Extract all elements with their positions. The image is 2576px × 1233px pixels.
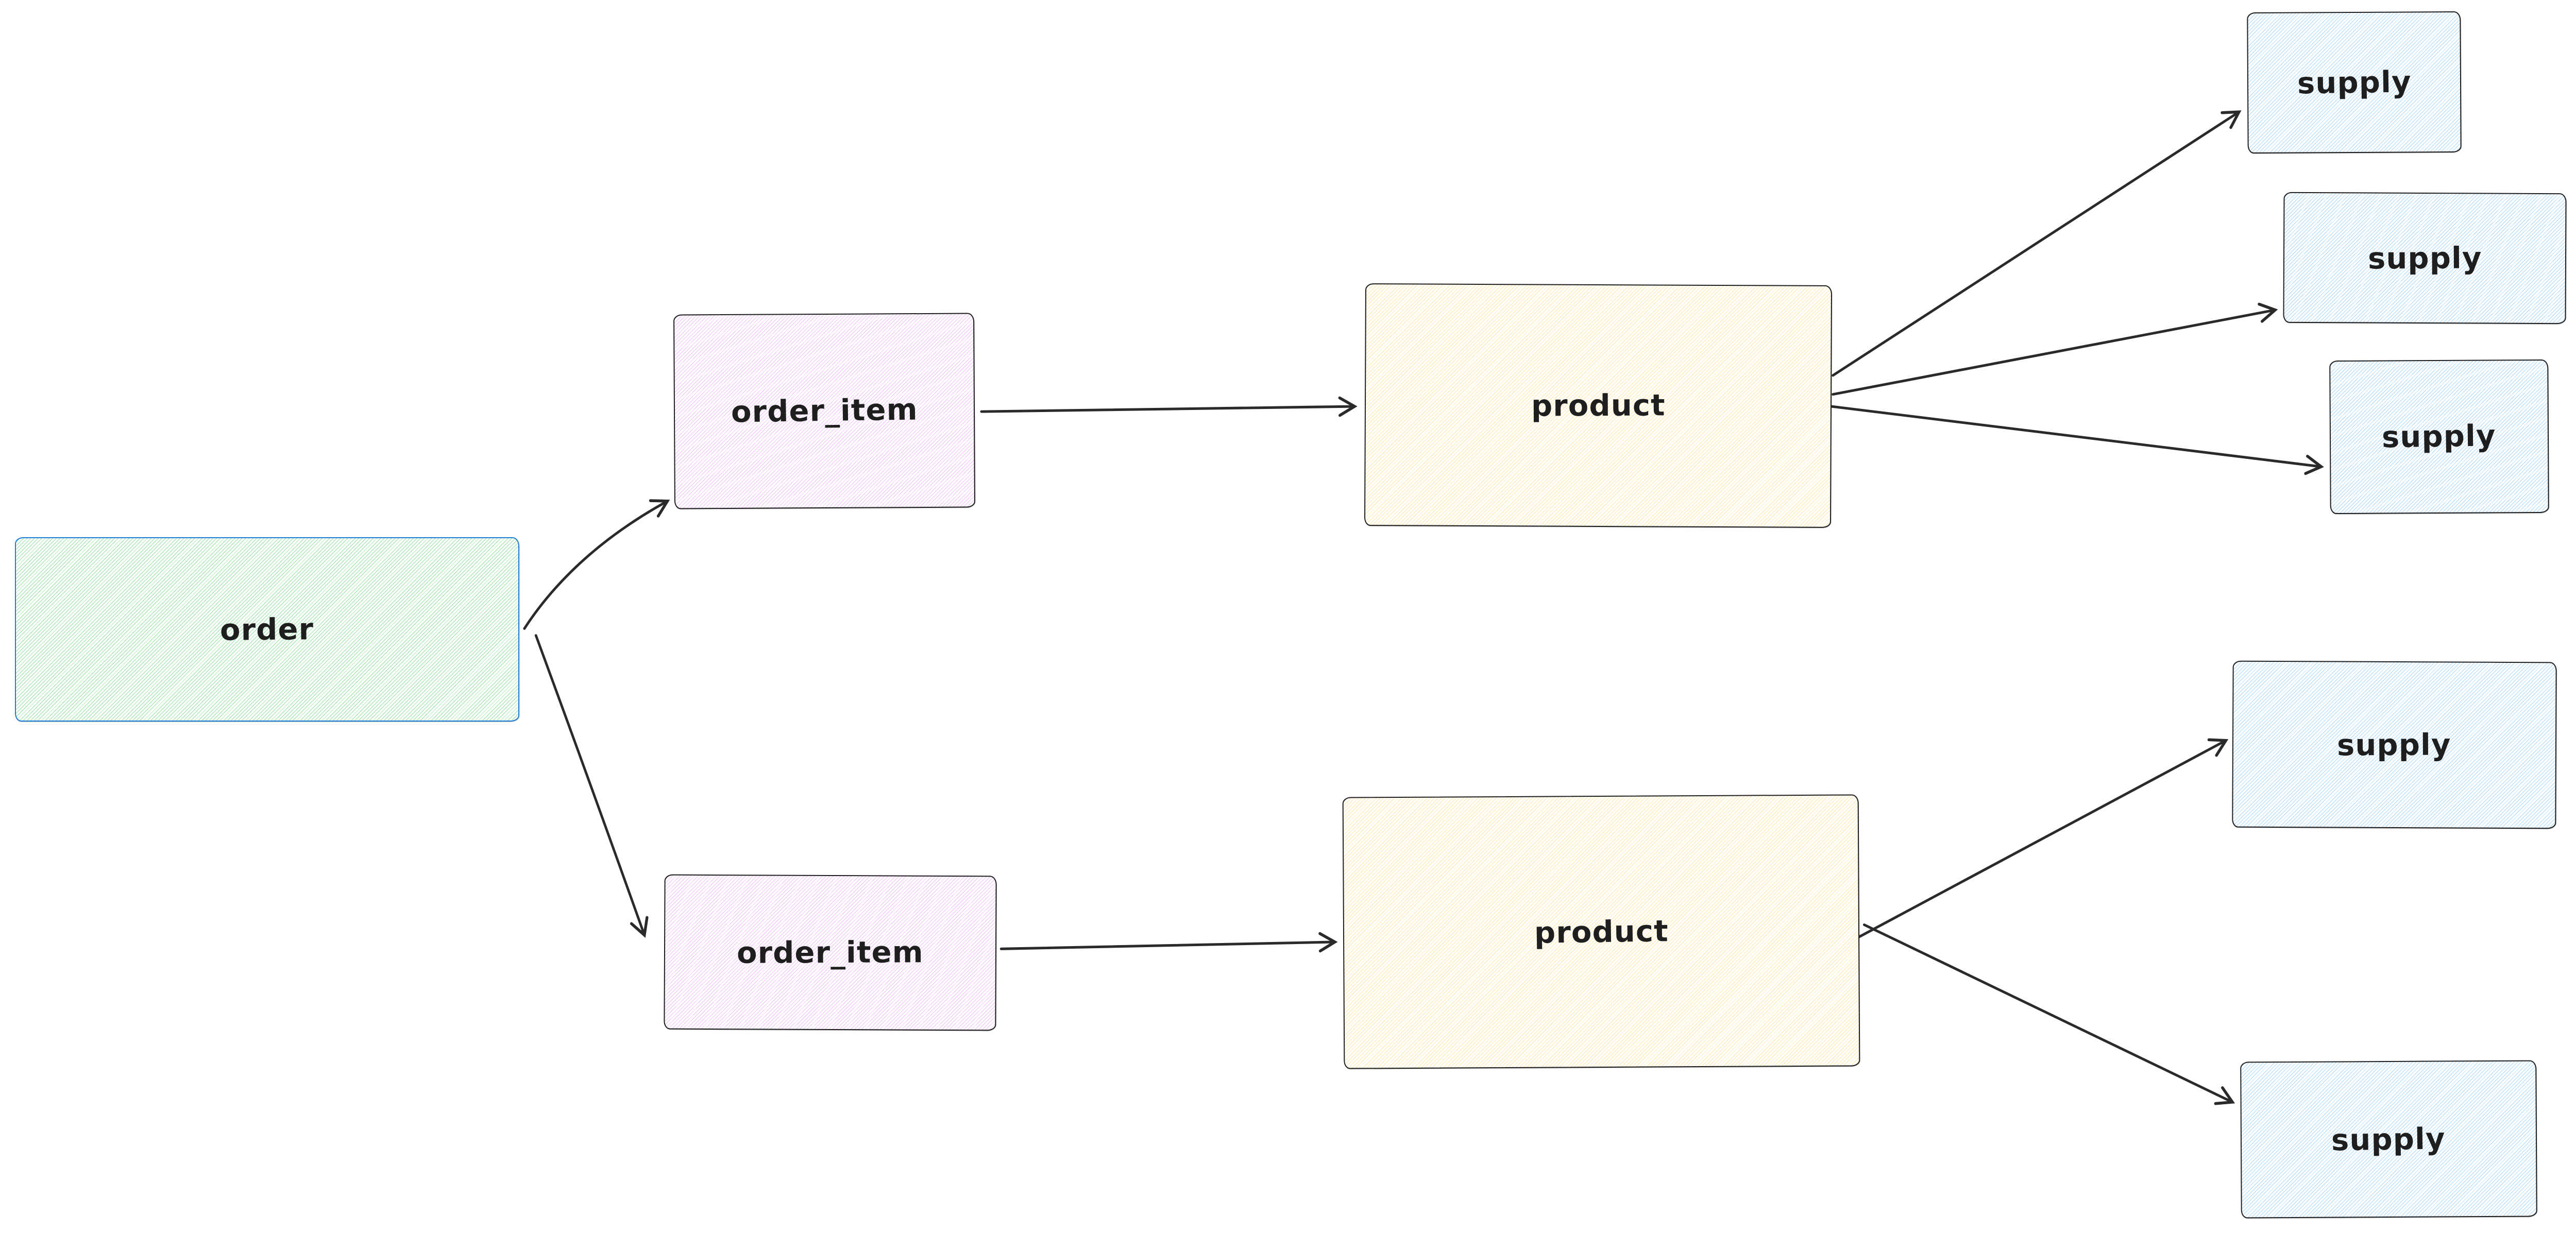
node-order-item-1-label: order_item xyxy=(731,392,918,430)
node-order-item-2: order_item xyxy=(664,874,997,1031)
arrow-product-1-to-supply-2 xyxy=(1832,302,2278,396)
node-product-1-label: product xyxy=(1530,388,1666,423)
node-supply-5-label: supply xyxy=(2331,1121,2446,1157)
node-product-1: product xyxy=(1364,283,1832,528)
arrow-order-to-order-item-1 xyxy=(523,499,670,630)
arrow-product-2-to-supply-4 xyxy=(1858,738,2229,938)
node-order: order xyxy=(14,537,519,722)
arrow-order-item-2-to-product-2 xyxy=(999,932,1338,953)
arrow-order-to-order-item-2 xyxy=(534,634,649,938)
node-supply-1-label: supply xyxy=(2297,64,2412,101)
arrow-product-1-to-supply-3 xyxy=(1830,405,2324,475)
arrow-product-1-to-supply-1 xyxy=(1832,110,2242,377)
arrow-order-item-1-to-product-1 xyxy=(980,396,1358,417)
node-product-2-label: product xyxy=(1534,913,1669,950)
node-supply-1: supply xyxy=(2247,11,2462,154)
node-supply-3-label: supply xyxy=(2381,418,2496,455)
node-order-item-1: order_item xyxy=(673,313,975,509)
node-supply-5: supply xyxy=(2240,1060,2537,1219)
node-supply-4: supply xyxy=(2232,660,2557,829)
node-supply-2-label: supply xyxy=(2367,241,2482,276)
node-order-label: order xyxy=(219,611,314,647)
node-order-item-2-label: order_item xyxy=(736,934,924,970)
node-supply-3: supply xyxy=(2329,359,2549,514)
arrow-product-2-to-supply-5 xyxy=(1862,923,2235,1105)
node-supply-2: supply xyxy=(2283,192,2567,324)
node-product-2: product xyxy=(1342,794,1860,1069)
node-supply-4-label: supply xyxy=(2337,727,2452,763)
